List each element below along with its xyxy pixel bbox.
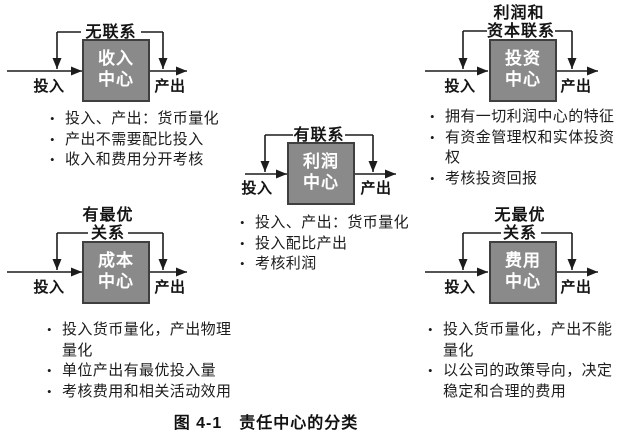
input-label: 投入 [33,77,64,95]
input-label: 投入 [444,77,475,95]
bullet-item: 考核费用和相关活动效用 [44,382,259,403]
revenue-center-bullets: 投入、产出：货币量化 产出不需要配比投入 收入和费用分开考核 [47,109,247,171]
investment-center-diagram: 投资 中心 利润和 资本联系 投入 产出 [425,3,598,102]
bullet-item: 投入货币量化，产出不能 量化 [425,320,640,361]
bullet-item: 有资金管理权和实体投资 权 [427,128,632,169]
cost-center-box [82,241,150,304]
investment-center-box [489,39,557,102]
box-name-line1: 投资 [505,48,541,68]
box-name-line1: 成本 [98,250,134,270]
profit-center-box [287,142,355,205]
box-name-line1: 收入 [98,48,134,68]
relation-label-line1: 有最优 [82,205,133,224]
revenue-center-diagram: 收入 中心 无联系 投入 产出 [7,23,187,102]
relation-label-line1: 利润和 [493,3,544,22]
bullet-item: 投入、产出：货币量化 [237,213,427,234]
relation-label-line1: 无最优 [493,205,545,224]
box-name-line2: 中心 [98,69,134,89]
expense-center-box [489,241,557,304]
bullet-item: 考核投资回报 [427,169,632,190]
bullet-item: 单位产出有最优投入量 [44,361,259,382]
output-label: 产出 [154,278,185,296]
box-name-line1: 利润 [303,151,339,171]
expense-center-diagram: 费用 中心 无最优 关系 投入 产出 [425,205,598,304]
box-name-line2: 中心 [98,271,134,291]
bullet-item: 投入配比产出 [237,234,427,255]
relation-label-line2: 关系 [503,223,537,242]
box-name-line2: 中心 [505,271,541,291]
box-name-line2: 中心 [303,172,339,192]
figure-caption: 图 4-1 责任中心的分类 [173,415,359,432]
output-label: 产出 [360,179,391,197]
input-label: 投入 [241,179,272,197]
cost-center-bullets: 投入货币量化，产出物理 量化 单位产出有最优投入量 考核费用和相关活动效用 [44,320,259,402]
bullet-item: 收入和费用分开考核 [47,150,247,171]
profit-center-diagram: 利润 中心 有联系 投入 产出 [241,125,396,205]
relation-label: 无联系 [84,23,136,41]
investment-center-bullets: 拥有一切利润中心的特征 有资金管理权和实体投资 权 考核投资回报 [427,107,632,189]
output-label: 产出 [560,278,591,296]
output-label: 产出 [154,77,185,95]
output-label: 产出 [560,77,591,95]
box-name-line2: 中心 [505,69,541,89]
bullet-item: 拥有一切利润中心的特征 [427,107,632,128]
input-label: 投入 [444,278,475,296]
relation-label-line2: 资本联系 [487,21,555,40]
bullet-item: 投入、产出：货币量化 [47,109,247,130]
bullet-item: 考核利润 [237,254,427,275]
cost-center-diagram: 成本 中心 有最优 关系 投入 产出 [7,205,187,304]
profit-center-bullets: 投入、产出：货币量化 投入配比产出 考核利润 [237,213,427,275]
bullet-item: 以公司的政策导向，决定 稳定和合理的费用 [425,361,640,402]
relation-label: 有联系 [293,125,344,144]
expense-center-bullets: 投入货币量化，产出不能 量化 以公司的政策导向，决定 稳定和合理的费用 [425,320,640,402]
relation-label-line2: 关系 [91,223,125,242]
revenue-center-box [82,39,150,102]
bullet-item: 投入货币量化，产出物理 量化 [44,320,259,361]
input-label: 投入 [33,278,64,296]
bullet-item: 产出不需要配比投入 [47,130,247,151]
box-name-line1: 费用 [505,250,541,270]
